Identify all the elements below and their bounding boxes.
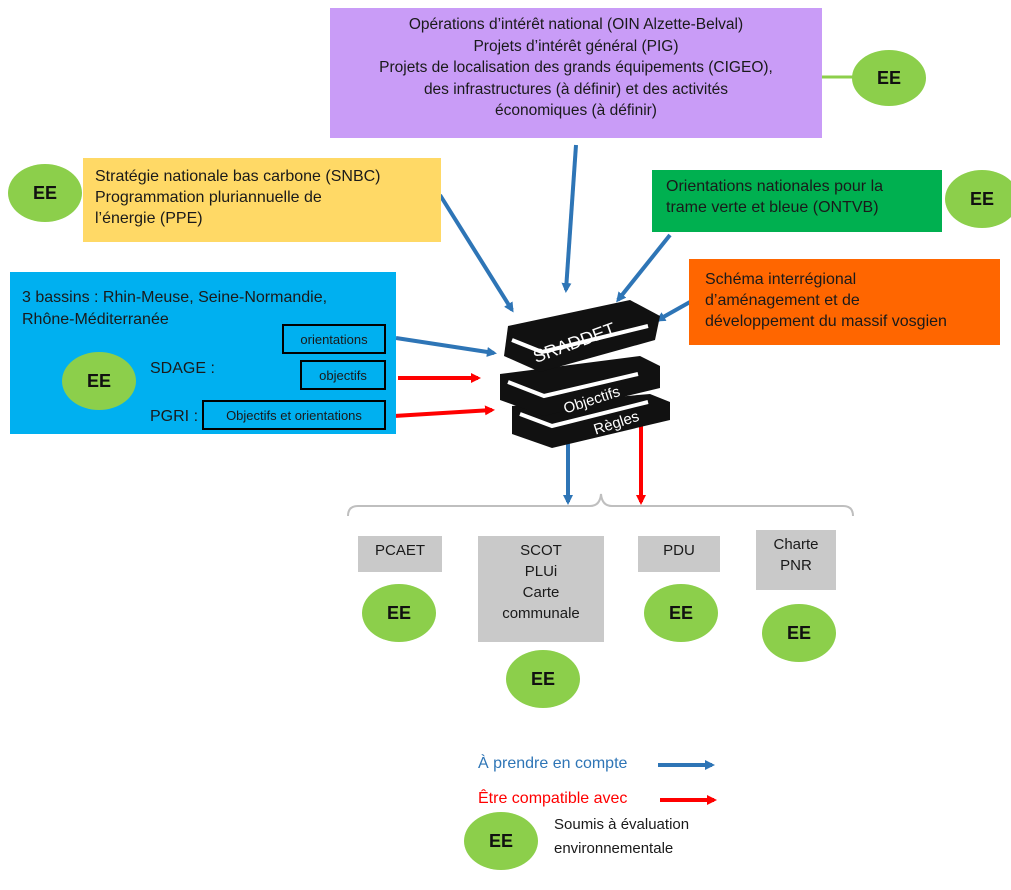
- arrow-massif-to-sraddet: [655, 300, 691, 322]
- arrow-ontvb-to-sraddet: [616, 233, 672, 303]
- top-box-line: Opérations d’intérêt national (OIN Alzet…: [408, 16, 744, 33]
- pnr-line: PNR: [780, 557, 812, 574]
- legend-ee-desc-line2: environnementale: [554, 840, 674, 857]
- massif-line: d’aménagement et de: [705, 292, 860, 309]
- ontvb-line: Orientations nationales pour la: [666, 178, 884, 195]
- pcaet-box: PCAET: [358, 536, 442, 572]
- snbc-line: l’énergie (PPE): [95, 210, 203, 227]
- books-icon: SRADDET Objectifs Règles: [500, 300, 670, 448]
- ee-badge-legend: EE: [464, 812, 538, 870]
- pnr-line: Charte: [773, 536, 819, 553]
- objectifs-orientations-box: Objectifs et orientations: [202, 400, 386, 430]
- massif-vosgien-box: Schéma interrégional d’aménagement et de…: [689, 259, 1000, 345]
- ee-badge-pnr: EE: [762, 604, 836, 662]
- bassins-title-line1: 3 bassins : Rhin-Meuse, Seine-Normandie,: [22, 289, 328, 306]
- top-box-line: économiques (à définir): [495, 102, 657, 119]
- arrow-orientations-to-sraddet: [395, 336, 497, 357]
- scot-line: PLUi: [524, 563, 558, 580]
- orientations-box: orientations: [282, 324, 386, 354]
- sdage-label: SDAGE :: [150, 360, 215, 377]
- ee-badge-snbc: EE: [8, 164, 82, 222]
- snbc-line: Programmation pluriannuelle de: [95, 189, 322, 206]
- pgri-label: PGRI :: [150, 408, 199, 425]
- ee-badge-pcaet: EE: [362, 584, 436, 642]
- documents-bracket: [347, 493, 854, 517]
- snbc-line: Stratégie nationale bas carbone (SNBC): [95, 168, 381, 185]
- scot-box: SCOT PLUi Carte communale: [478, 536, 604, 642]
- top-box-line: Projets d’intérêt général (PIG): [473, 37, 679, 55]
- massif-line: Schéma interrégional: [705, 271, 857, 288]
- massif-line: développement du massif vosgien: [705, 313, 947, 330]
- ee-badge-scot: EE: [506, 650, 580, 708]
- ontvb-line: trame verte et bleue (ONTVB): [666, 199, 879, 216]
- pdu-label: PDU: [663, 542, 695, 559]
- bassins-box: 3 bassins : Rhin-Meuse, Seine-Normandie,…: [10, 272, 396, 434]
- snbc-box: Stratégie nationale bas carbone (SNBC) P…: [83, 158, 441, 242]
- ee-badge-bassins: EE: [62, 352, 136, 410]
- arrow-pgri-to-sraddet: [393, 405, 495, 418]
- legend-ee-desc-line1: Soumis à évaluation: [554, 816, 690, 833]
- ee-badge-top: EE: [852, 50, 926, 106]
- pdu-box: PDU: [638, 536, 720, 572]
- objectifs-box: objectifs: [300, 360, 386, 390]
- pcaet-label: PCAET: [374, 542, 425, 559]
- scot-line: communale: [502, 605, 580, 622]
- top-box-line: Projets de localisation des grands équip…: [379, 59, 773, 76]
- arrow-top-to-sraddet: [561, 144, 578, 293]
- bassins-title-line2: Rhône-Méditerranée: [22, 311, 169, 328]
- ontvb-box: Orientations nationales pour la trame ve…: [652, 170, 942, 232]
- scot-line: Carte: [522, 584, 560, 601]
- scot-line: SCOT: [520, 542, 562, 559]
- arrow-snbc-to-sraddet: [438, 193, 514, 313]
- legend-blue-text: À prendre en compte: [478, 755, 628, 772]
- pnr-box: Charte PNR: [756, 530, 836, 590]
- ee-badge-ontvb: EE: [945, 170, 1011, 228]
- national-operations-box: Opérations d’intérêt national (OIN Alzet…: [330, 8, 822, 138]
- legend-red-text: Être compatible avec: [478, 790, 628, 807]
- top-box-line: des infrastructures (à définir) et des a…: [423, 80, 729, 98]
- ee-badge-pdu: EE: [644, 584, 718, 642]
